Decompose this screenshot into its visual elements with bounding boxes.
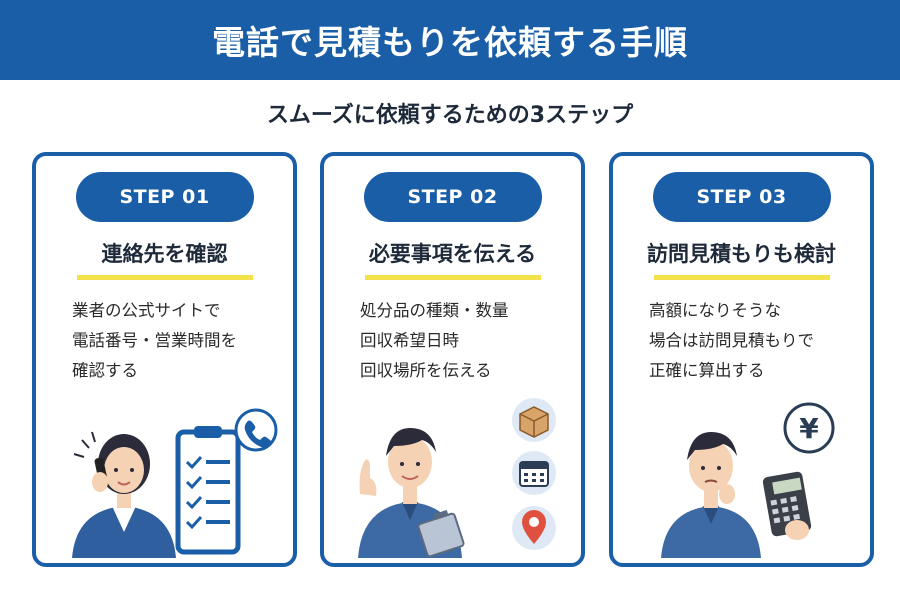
title-underline: [364, 275, 541, 280]
step-title: 必要事項を伝える: [368, 242, 537, 266]
description-line: 場合は訪問見積もりで: [649, 331, 814, 350]
step-2-illustration: [358, 398, 556, 558]
description-line: 処分品の種類・数量: [360, 301, 509, 320]
description-line: 正確に算出する: [649, 361, 765, 380]
description-line: 確認する: [72, 361, 138, 380]
step-title: 訪問見積もりも検討: [647, 242, 836, 266]
worker-with-calculator: [661, 432, 761, 558]
header-bar: 電話で見積もりを依頼する手順: [0, 0, 900, 80]
worker-with-clipboard: [358, 428, 465, 558]
title-underline: [76, 275, 253, 280]
description-line: 高額になりそうな: [649, 301, 781, 320]
location-pin-icon: [512, 506, 556, 550]
step-card-2: STEP 02 必要事項を伝える 処分品の種類・数量 回収希望日時 回収場所を伝…: [320, 152, 585, 567]
step-badge: STEP 03: [652, 172, 831, 222]
page-title: 電話で見積もりを依頼する手順: [212, 23, 688, 62]
step-card-1: STEP 01 連絡先を確認 業者の公式サイトで 電話番号・営業時間を 確認する: [32, 152, 297, 567]
woman-on-phone: [72, 431, 176, 558]
description-line: 回収希望日時: [360, 331, 459, 350]
title-underline: [653, 275, 830, 280]
step-title: 連絡先を確認: [101, 242, 228, 266]
step-1-illustration: [72, 408, 278, 558]
description-line: 回収場所を伝える: [360, 361, 492, 380]
step-description: 業者の公式サイトで 電話番号・営業時間を 確認する: [72, 296, 283, 386]
box-icon: [512, 398, 556, 442]
clipboard-checklist-icon: [175, 426, 241, 555]
step-description: 処分品の種類・数量 回収希望日時 回収場所を伝える: [360, 296, 571, 386]
yen-symbol: ¥: [799, 412, 819, 445]
step-card-3: STEP 03 訪問見積もりも検討 高額になりそうな 場合は訪問見積もりで 正確…: [609, 152, 874, 567]
step-badge: STEP 02: [363, 172, 542, 222]
step-3-illustration: ¥: [661, 402, 835, 558]
yen-icon: ¥: [783, 402, 835, 454]
phone-icon: [234, 408, 278, 452]
description-line: 電話番号・営業時間を: [72, 331, 237, 350]
step-badge: STEP 01: [75, 172, 254, 222]
page-subtitle: スムーズに依頼するための3ステップ: [266, 103, 634, 128]
description-line: 業者の公式サイトで: [72, 301, 221, 320]
step-description: 高額になりそうな 場合は訪問見積もりで 正確に算出する: [649, 296, 860, 386]
calendar-icon: [512, 451, 556, 495]
calculator-icon: [762, 471, 812, 540]
